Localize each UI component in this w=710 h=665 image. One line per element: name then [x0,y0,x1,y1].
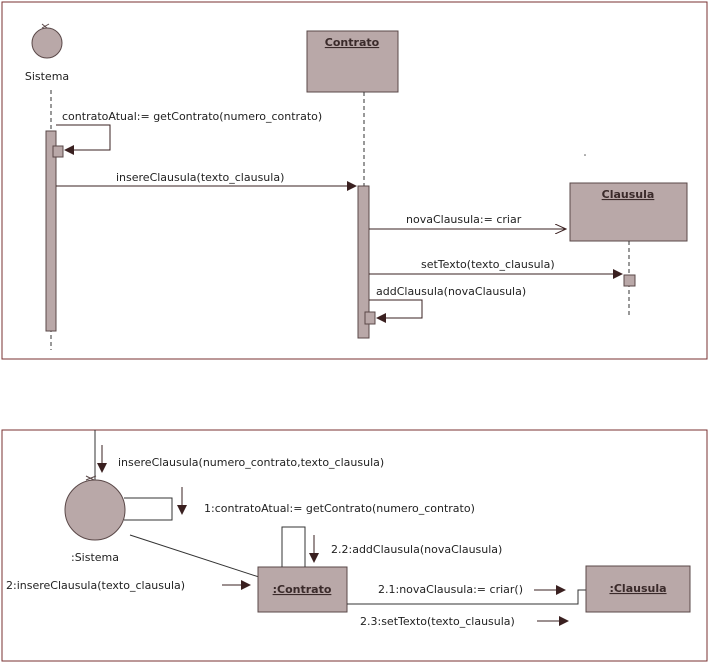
sistema-collab-actor-icon [64,475,126,541]
get-contrato-self-arrow [56,124,111,155]
clausula-object-label: :Clausula [609,582,666,595]
clausula-object-box [585,565,691,613]
contrato-object-box [257,566,348,613]
sistema-actor-label: Sistema [25,70,69,83]
clausula-class-label: Clausula [602,188,655,201]
msg-2-3-label: 2.3:setTexto(texto_clausula) [360,615,515,628]
contrato-self-activation [364,311,376,325]
set-texto-message: setTexto(texto_clausula) [421,258,555,271]
msg-1-label: 1:contratoAtual:= getContrato(numero_con… [204,502,475,515]
sistema-actor-icon [31,23,63,59]
sistema-contrato-link [129,534,263,579]
stray-dot [584,154,586,156]
sistema-activation [45,130,57,332]
sistema-self-activation [52,145,64,158]
collaboration-frame [1,429,708,662]
nova-clausula-message: novaClausula:= criar [406,213,522,226]
msg-2-label: 2:insereClausula(texto_clausula) [6,579,185,592]
add-clausula-self-arrow [369,299,423,323]
sequence-frame [1,1,708,360]
insere-clausula-message: insereClausula(texto_clausula) [116,171,284,184]
clausula-activation [623,274,636,287]
contrato-activation [357,185,370,339]
get-contrato-message: contratoAtual:= getContrato(numero_contr… [62,110,322,123]
msg-2-1-label: 2.1:novaClausula:= criar() [378,583,523,596]
add-clausula-message: addClausula(novaClausula) [376,285,526,298]
incoming-message: insereClausula(numero_contrato,texto_cla… [118,456,384,469]
contrato-class-label: Contrato [325,36,380,49]
contrato-class-box [306,30,399,93]
sistema-self-link [124,497,173,521]
contrato-self-link [281,526,306,567]
sequence-diagram: Sistema contratoAtual:= getContrato(nume… [1,1,708,360]
contrato-clausula-link [347,589,586,605]
sistema-collab-label: :Sistema [71,551,119,564]
msg-2-2-label: 2.2:addClausula(novaClausula) [331,543,502,556]
contrato-object-label: :Contrato [273,583,332,596]
collaboration-diagram: insereClausula(numero_contrato,texto_cla… [1,429,708,662]
